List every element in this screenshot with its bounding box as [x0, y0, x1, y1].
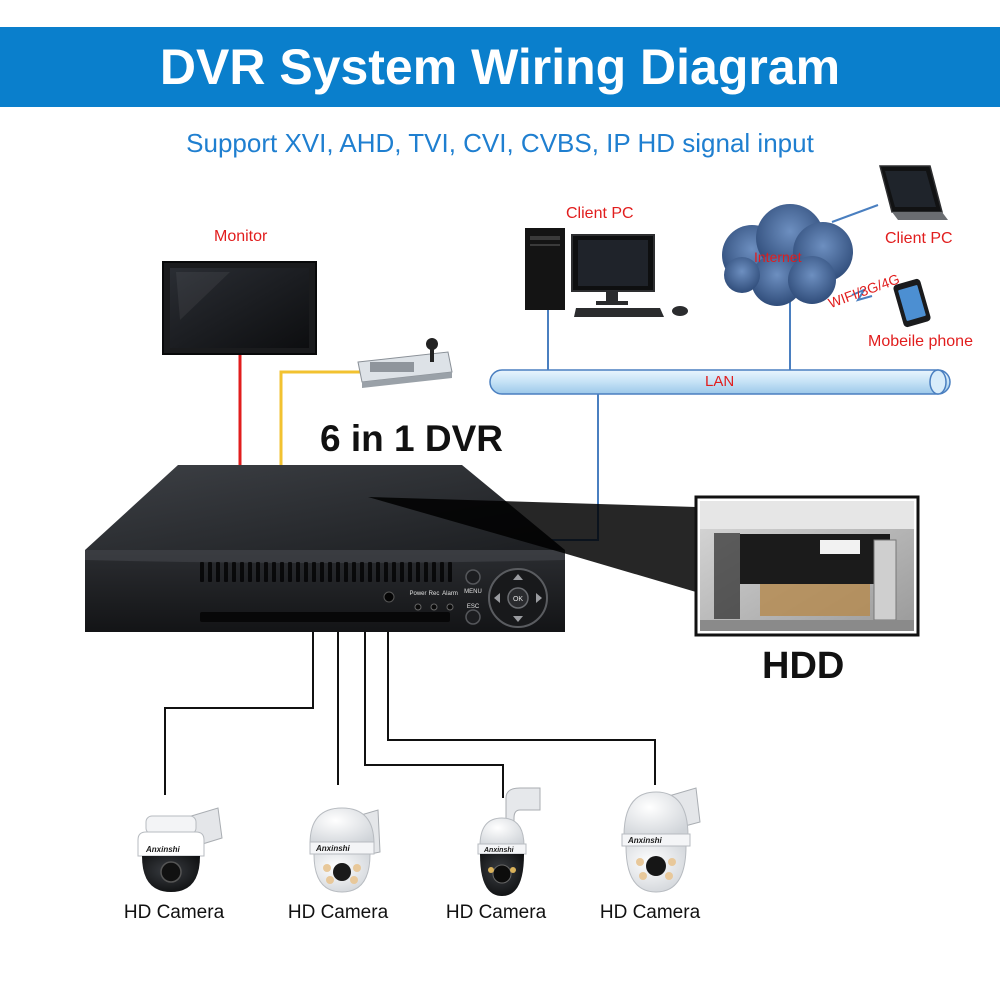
- camera-brand: Anxinshi: [145, 845, 181, 854]
- esc-label: ESC: [467, 604, 480, 610]
- power-label: Power: [409, 591, 426, 597]
- client-pc-right-label: Client PC: [885, 230, 953, 247]
- mobile-phone-icon: [893, 278, 931, 328]
- menu-button: [465, 569, 481, 585]
- camera-brand: Anxinshi: [315, 844, 351, 853]
- rec-label: Rec: [429, 591, 440, 597]
- camera-1-label: HD Camera: [123, 902, 225, 923]
- ir-sensor: [383, 591, 395, 603]
- dvr-panel-labels: Power Rec Alarm MENU ESC OK: [409, 589, 523, 610]
- internet-cloud-icon: [722, 204, 853, 306]
- hdd-icon: [694, 495, 920, 637]
- camera-brand: Anxinshi: [627, 836, 663, 845]
- esc-button: [465, 609, 481, 625]
- title-banner: [0, 27, 1000, 107]
- camera-2-icon: Anxinshi: [309, 807, 381, 893]
- dvr-unit: [85, 465, 565, 632]
- hdd-label: HDD: [762, 645, 845, 687]
- camera-3-icon: Anxinshi: [477, 787, 541, 896]
- ok-label: OK: [513, 596, 523, 603]
- camera-4-icon: Anxinshi: [621, 787, 701, 893]
- camera-brand: Anxinshi: [483, 847, 515, 854]
- hdd-callout: [368, 497, 696, 592]
- menu-label: MENU: [464, 589, 482, 595]
- monitor-label: Monitor: [214, 228, 268, 245]
- camera-2-label: HD Camera: [287, 902, 389, 923]
- dvr-label: 6 in 1 DVR: [320, 418, 503, 459]
- internet-label: Internet: [754, 249, 802, 265]
- client-pc-left-icon: [525, 228, 688, 317]
- ptz-controller-icon: [357, 338, 453, 388]
- camera-3-label: HD Camera: [445, 902, 547, 923]
- client-pc-left-label: Client PC: [566, 205, 634, 222]
- camera-4-label: HD Camera: [599, 902, 701, 923]
- mobile-phone-label: Mobeile phone: [868, 333, 973, 350]
- page-title: DVR System Wiring Diagram: [159, 39, 841, 95]
- laptop-icon: [879, 165, 948, 220]
- camera-cables: [164, 632, 656, 798]
- control-cable: [279, 370, 362, 466]
- camera-1-icon: Anxinshi: [137, 807, 223, 892]
- lan-label: LAN: [705, 373, 735, 390]
- alarm-label: Alarm: [442, 591, 458, 597]
- subtitle: Support XVI, AHD, TVI, CVI, CVBS, IP HD …: [186, 128, 814, 158]
- wireless-link-icon: [851, 287, 873, 302]
- monitor-icon: [162, 261, 317, 355]
- lan-bar: [489, 369, 951, 395]
